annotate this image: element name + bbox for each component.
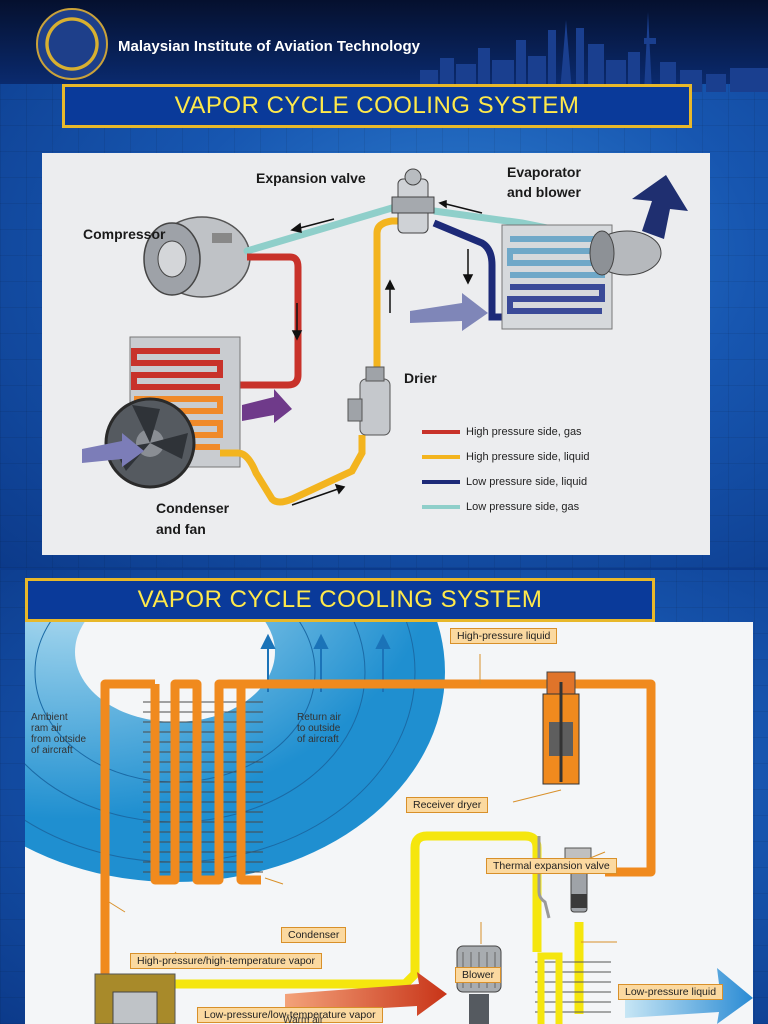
blower-graphic [456, 945, 502, 1024]
label-blower: and blower [507, 184, 581, 200]
tag-condenser: Condenser [281, 927, 347, 943]
legend-swatch [422, 479, 460, 484]
legend-item: Low pressure side, gas [422, 494, 590, 519]
legend-swatch [422, 429, 460, 434]
diagram-panel-2: High-pressure liquid Receiver dryer Ther… [25, 622, 753, 1024]
thermal-expansion-valve-graphic [537, 836, 592, 919]
tag-high-pressure-liquid: High-pressure liquid [450, 628, 558, 644]
annotation-ambient-ram-air: Ambient ram air from outside of aircraft [31, 712, 87, 756]
legend-label: High pressure side, gas [466, 425, 582, 438]
legend-label: Low pressure side, gas [466, 500, 580, 513]
compressor-graphic [94, 973, 176, 1024]
tag-lp-vapor: Low-pressure/low-temperature vapor [197, 1007, 383, 1023]
label-expansion-valve: Expansion valve [256, 170, 366, 186]
annotation-return-air: Return air to outside of aircraft [297, 712, 341, 745]
warm-air-arrow [285, 972, 447, 1016]
diagram-panel-1: Expansion valve Evaporator and blower Co… [42, 153, 710, 555]
legend-item: High pressure side, liquid [422, 444, 590, 469]
label-fan: and fan [156, 521, 206, 537]
legend-label: Low pressure side, liquid [466, 475, 588, 488]
header-banner: Malaysian Institute of Aviation Technolo… [0, 0, 768, 92]
legend-label: High pressure side, liquid [466, 450, 590, 463]
label-compressor: Compressor [83, 226, 166, 242]
evaporator-graphic [535, 952, 611, 1024]
label-evaporator: Evaporator [507, 164, 581, 180]
tag-blower: Blower [455, 967, 502, 983]
tag-thermal-expansion-valve: Thermal expansion valve [486, 858, 617, 874]
tag-receiver-dryer: Receiver dryer [406, 797, 489, 813]
label-drier: Drier [404, 370, 437, 386]
legend-item: High pressure side, gas [422, 419, 590, 444]
drier-graphic [347, 366, 391, 436]
legend-swatch [422, 454, 460, 459]
evaporator-blower-graphic [589, 230, 662, 276]
slide-title-2: VAPOR CYCLE COOLING SYSTEM [25, 578, 655, 622]
institute-name: Malaysian Institute of Aviation Technolo… [118, 38, 420, 55]
tag-hp-vapor: High-pressure/high-temperature vapor [130, 953, 323, 969]
legend-item: Low pressure side, liquid [422, 469, 590, 494]
compressor-graphic [143, 216, 251, 298]
expansion-valve-graphic [391, 168, 435, 234]
label-condenser: Condenser [156, 500, 230, 516]
slide-1: Malaysian Institute of Aviation Technolo… [0, 0, 768, 568]
condenser-graphic [143, 679, 263, 885]
institute-logo [36, 8, 108, 80]
tag-low-pressure-liquid: Low-pressure liquid [618, 984, 724, 1000]
receiver-dryer-graphic [542, 671, 580, 785]
slide-2: VAPOR CYCLE COOLING SYSTEM [0, 570, 768, 1024]
slide-title: VAPOR CYCLE COOLING SYSTEM [62, 84, 692, 128]
city-skyline-graphic [420, 12, 768, 92]
refrigeration-cycle-diagram [82, 168, 688, 506]
legend-swatch [422, 504, 460, 509]
annotation-warm-air: Warm air [283, 1015, 324, 1024]
